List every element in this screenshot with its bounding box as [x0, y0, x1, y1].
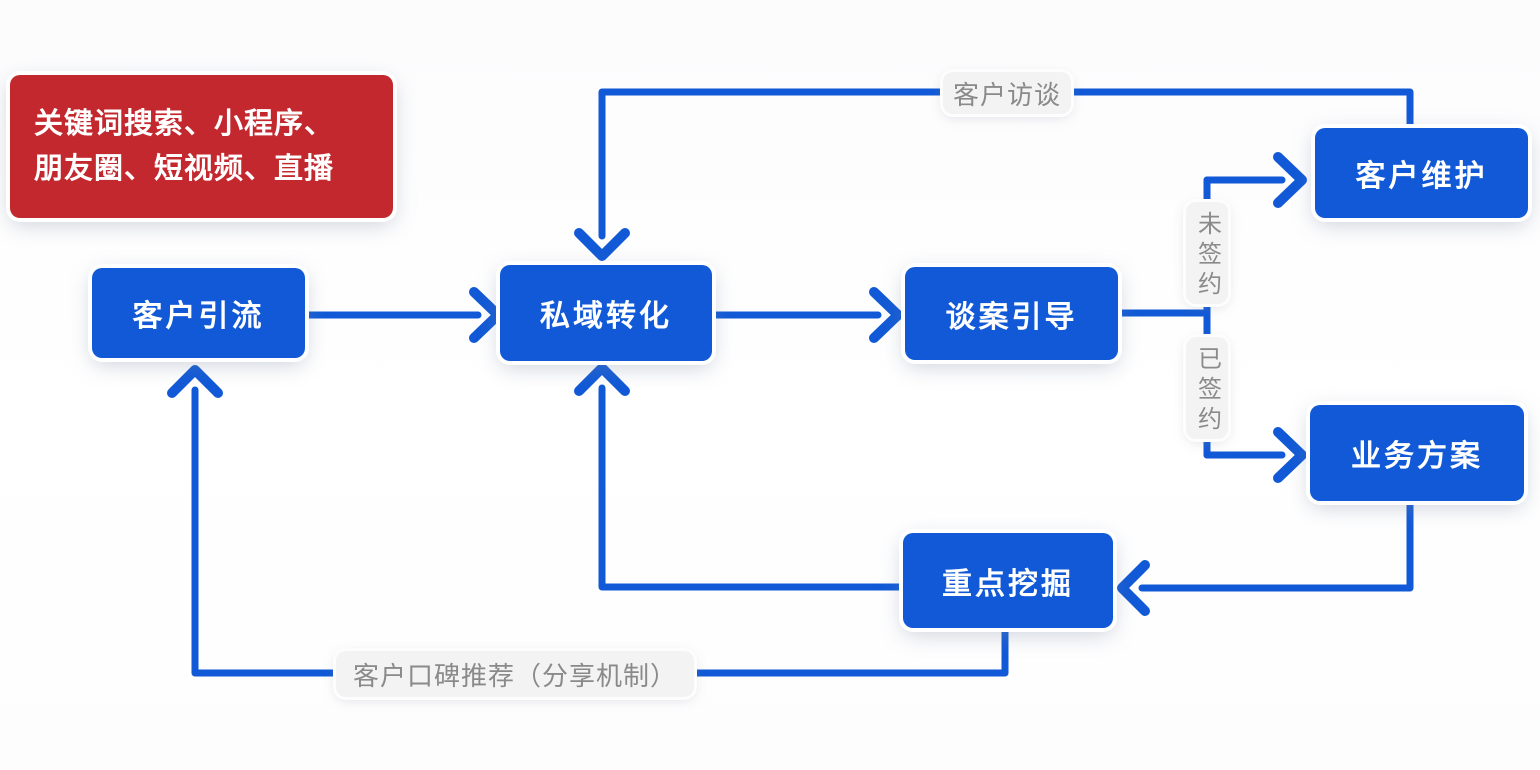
edge-label-word-of-mouth: 客户口碑推荐（分享机制）: [336, 651, 694, 697]
edge-wajue-to-siyu-line: [598, 384, 907, 591]
edge-fangan-to-wajue-line: [1138, 497, 1414, 592]
edge-junction-to-fangan-arrowhead-icon: [1273, 427, 1307, 483]
edge-label-not-signed-text: 未签约: [1193, 211, 1221, 301]
edge-label-signed-text: 已签约: [1193, 346, 1221, 436]
edge-weihu-to-siyu-arrowhead-icon: [574, 228, 630, 261]
source-channels-text: 关键词搜索、小程序、 朋友圈、短视频、直播: [34, 102, 334, 192]
node-key-mining: 重点挖掘: [903, 533, 1113, 628]
edge-siyu-to-tanan-arrowhead-icon: [869, 287, 903, 343]
node-private-domain-conversion: 私域转化: [500, 265, 712, 361]
node-key-mining-label: 重点挖掘: [942, 567, 1074, 601]
node-customer-maintenance-label: 客户维护: [1355, 160, 1488, 193]
node-customer-acquisition: 客户引流: [92, 268, 305, 358]
edge-wajue-to-yinliu-arrowhead-icon: [167, 365, 223, 398]
source-channels-line2: 朋友圈、短视频、直播: [34, 152, 335, 185]
node-customer-acquisition-label: 客户引流: [132, 300, 265, 333]
edge-label-customer-interview-text: 客户访谈: [952, 79, 1061, 110]
edge-label-not-signed: 未签约: [1186, 202, 1228, 304]
node-case-guidance-label: 谈案引导: [945, 300, 1078, 334]
node-business-plan: 业务方案: [1310, 405, 1524, 501]
node-case-guidance: 谈案引导: [905, 267, 1118, 360]
node-private-domain-conversion-label: 私域转化: [540, 300, 672, 333]
node-business-plan-label: 业务方案: [1351, 440, 1483, 473]
node-customer-maintenance: 客户维护: [1315, 128, 1528, 218]
edge-label-signed: 已签约: [1186, 337, 1228, 439]
node-source-channels: 关键词搜索、小程序、 朋友圈、短视频、直播: [10, 75, 393, 218]
edge-yinliu-to-siyu-arrowhead-icon: [469, 287, 503, 343]
edge-fangan-to-wajue-arrowhead-icon: [1117, 560, 1150, 616]
edge-junction-to-weihu-arrowhead-icon: [1273, 152, 1307, 208]
source-channels-line1: 关键词搜索、小程序、: [34, 107, 335, 140]
edge-wajue-to-siyu-arrowhead-icon: [574, 363, 630, 396]
edge-label-word-of-mouth-text: 客户口碑推荐（分享机制）: [352, 660, 677, 691]
edge-label-customer-interview: 客户访谈: [943, 72, 1071, 114]
